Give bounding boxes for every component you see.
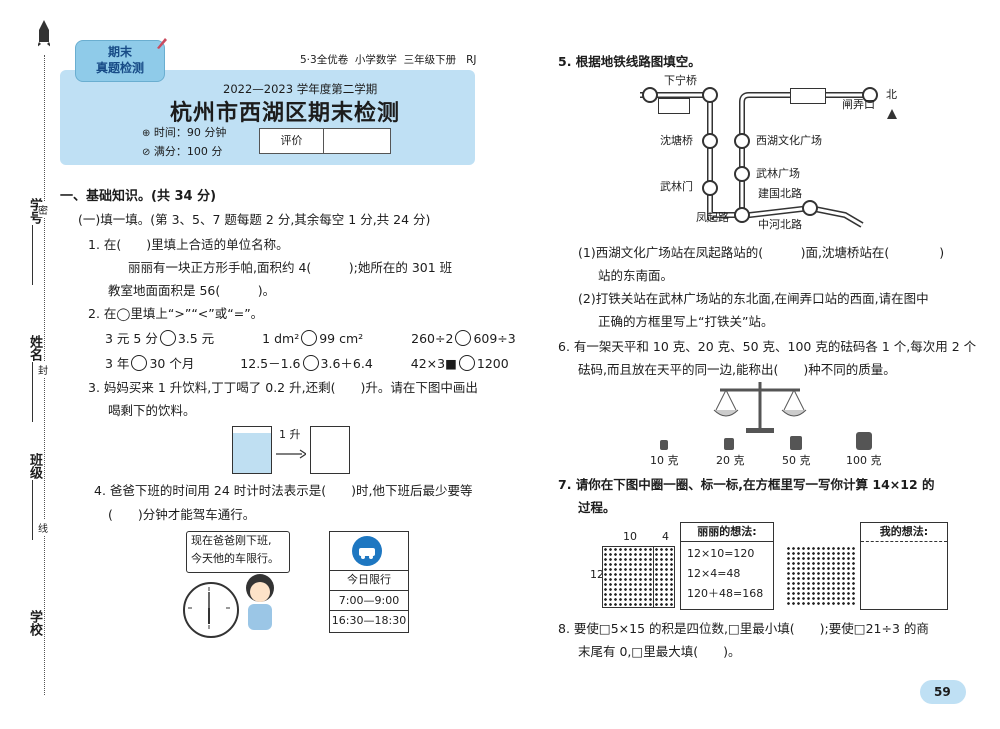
limit-time-2: 16:30—18:30 [331,614,407,627]
traffic-sign: 今日限行 7:00—9:00 16:30—18:30 [329,531,409,633]
exam-score: ⊘ 满分：100 分 [142,145,223,158]
q8-a: 8. 要使□5×15 的积是四位数,□里最小填( );要使□21÷3 的商 [558,621,929,636]
dot-grid-mine[interactable] [786,546,856,606]
page-number: 59 [934,685,951,699]
station-icon [862,87,878,103]
q1-line-b: 教室地面面积是 56( )。 [108,283,276,298]
q1: 1. 在( )里填上合适的单位名称。 [88,237,289,252]
answer-box-west[interactable] [658,98,690,114]
balance-scale-icon [712,378,808,436]
q3-line-a: 3. 妈妈买来 1 升饮料,丁丁喝了 0.2 升,还剩( )升。请在下图中画出 [88,380,478,395]
girl-illustration-icon [240,570,280,634]
q2: 2. 在◯里填上“>”“<”或“=”。 [88,306,264,321]
clock-face-icon [183,582,239,638]
q7-a: 7. 请你在下图中圈一圈、标一标,在方框里写一写你计算 14×12 的 [558,477,935,492]
grid-label-4: 4 [662,530,669,543]
side-label-school: 学校 [27,610,42,636]
q5: 5. 根据地铁线路图填空。 [558,54,701,69]
weight-100-icon [856,432,872,450]
cup-label: 1 升 [279,428,301,441]
binding-strip: 学号 姓名 班级 学校 密 封 线 [0,0,52,729]
rocket-icon [36,20,52,48]
full-cup [232,426,272,474]
weight-label: 20 克 [716,454,745,467]
weight-label: 50 克 [782,454,811,467]
check-icon: ⊘ [142,147,151,158]
compare-circle[interactable] [301,330,318,346]
empty-cup[interactable] [310,426,350,474]
speech-bubble: 现在爸爸刚下班, 今天他的车限行。 [186,531,290,573]
weight-50-icon [790,436,802,450]
north-label: 北 [886,88,897,101]
compare-circle[interactable] [458,355,475,371]
weight-20-icon [724,438,734,450]
compare-circle[interactable] [131,355,148,371]
weight-label: 100 克 [846,454,882,467]
eval-box[interactable]: 评价 [259,128,391,154]
station-icon [642,87,658,103]
dot-grid-lili-right [653,546,675,608]
q6-b: 砝码,而且放在天平的同一边,能称出( )种不同的质量。 [578,362,896,377]
dot-grid-lili-left [602,546,654,608]
seal-mi: 密 [38,202,48,217]
station-icon [702,87,718,103]
seal-xian: 线 [38,520,48,535]
clock-icon: ⊕ [142,128,151,139]
grid-label-12: 12 [590,568,604,581]
arrow-icon [276,444,308,459]
side-label-class: 班级 [27,453,42,479]
q4-line-b: ( )分钟才能驾车通行。 [108,507,256,522]
lili-method-box: 丽丽的想法: 12×10=120 12×4=48 120＋48=168 [680,522,774,610]
q6-a: 6. 有一架天平和 10 克、20 克、50 克、100 克的砝码各 1 个,每… [558,339,977,354]
q7-b: 过程。 [578,500,616,515]
exam-year: 2022—2023 学年度第二学期 [223,82,378,96]
weight-10-icon [660,440,668,450]
station-icon [802,200,818,216]
my-method-box[interactable]: 我的想法: [860,522,948,610]
page-number-badge: 59 [920,680,966,704]
exam-time: ⊕ 时间：90 分钟 [142,126,227,139]
q5-1-a: (1)西湖文化广场站在凤起路站的( )面,沈塘桥站在( ) [578,245,945,260]
grid-label-10: 10 [623,530,637,543]
car-sign-icon [352,536,382,566]
compare-circle[interactable] [455,330,472,346]
q5-2-a: (2)打铁关站在武林广场站的东北面,在闸弄口站的西面,请在图中 [578,291,929,306]
header-meta: 5·3全优卷 小学数学 三年级下册 RJ [300,54,477,66]
q8-b: 末尾有 0,□里最大填( )。 [578,644,741,659]
answer-box-east[interactable] [790,88,826,104]
rocket-badge-icon [155,35,169,49]
limit-time-1: 7:00—9:00 [338,594,400,607]
station-icon [734,166,750,182]
section-basic: 一、基础知识。(共 34 分) [60,189,217,204]
exam-badge: 期末 真题检测 [75,40,165,82]
compare-circle[interactable] [159,330,176,346]
sub-fill: (一)填一填。(第 3、5、7 题每题 2 分,其余每空 1 分,共 24 分) [78,212,431,227]
q5-2-b: 正确的方框里写上“打铁关”站。 [598,314,774,329]
seal-feng: 封 [38,362,48,377]
station-icon [734,207,750,223]
station-icon [702,180,718,196]
q3-line-b: 喝剩下的饮料。 [108,403,196,418]
north-arrow-icon [887,104,897,123]
side-label-name: 姓名 [27,335,42,361]
weight-label: 10 克 [650,454,679,467]
station-icon [702,133,718,149]
q5-1-b: 站的东南面。 [598,268,674,283]
limit-title: 今日限行 [347,573,391,586]
station-icon [734,133,750,149]
compare-circle[interactable] [302,355,319,371]
subway-map: 下宁桥 沈塘桥 西湖文化广场 武林广场 武林门 建国北路 凤起路 中河北路 闸弄… [630,70,900,235]
q4-line-a: 4. 爸爸下班的时间用 24 时计时法表示是( )时,他下班后最少要等 [94,483,473,498]
q1-line-a: 丽丽有一块正方形手帕,面积约 4( );她所在的 301 班 [128,260,453,275]
exam-title: 杭州市西湖区期末检测 [170,101,401,126]
